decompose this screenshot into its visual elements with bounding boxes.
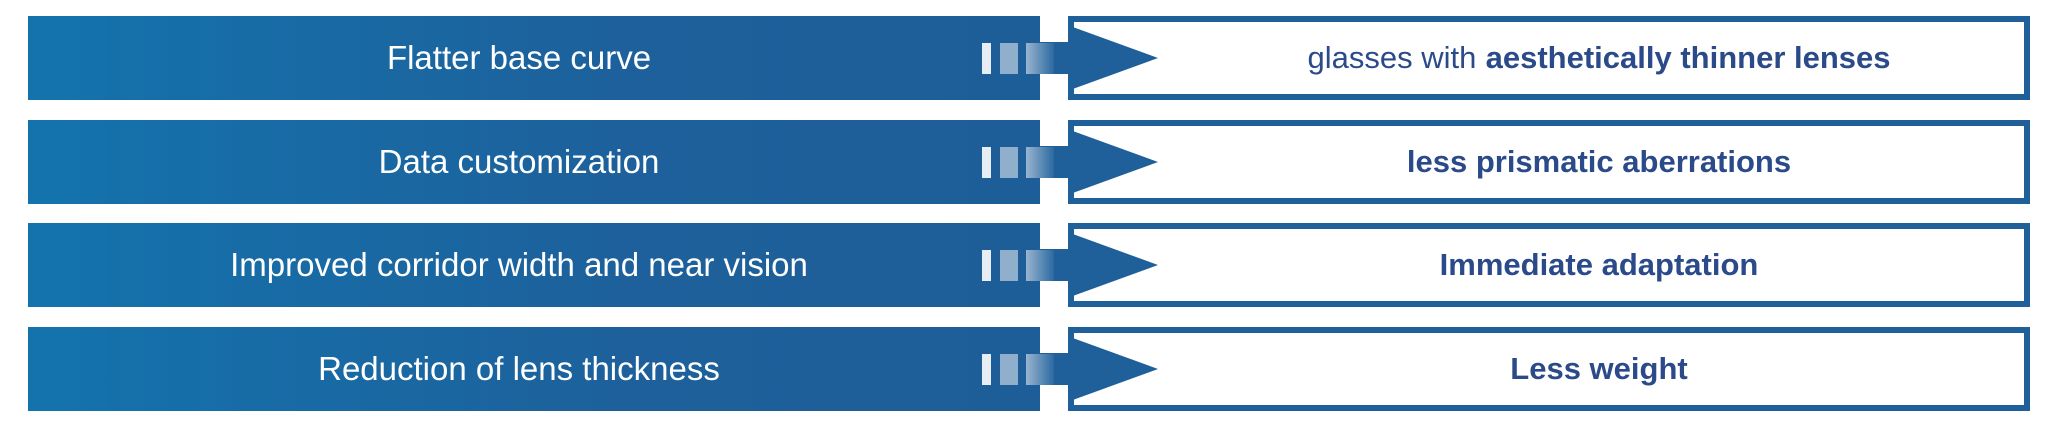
effect-box: less prismatic aberrations	[1068, 120, 2030, 204]
effect-label: Less weight	[1510, 351, 1688, 386]
effect-prefix: glasses with	[1307, 40, 1477, 75]
effect-label: aesthetically thinner lenses	[1485, 40, 1891, 75]
cause-box: Improved corridor width and near vision	[28, 223, 1040, 307]
effect-label: less prismatic aberrations	[1406, 144, 1792, 179]
cause-label: Flatter base curve	[386, 39, 652, 76]
effect-box: Less weight	[1068, 327, 2030, 411]
arrow-icon	[982, 233, 1158, 297]
cause-label: Data customization	[378, 143, 660, 180]
cause-box: Data customization	[28, 120, 1040, 204]
cause-effect-row: Improved corridor width and near vision …	[0, 223, 2048, 307]
cause-box: Reduction of lens thickness	[28, 327, 1040, 411]
cause-label: Reduction of lens thickness	[318, 350, 720, 387]
arrow-icon	[982, 337, 1158, 401]
cause-effect-row: Data customization less prismatic aberra…	[0, 120, 2048, 204]
cause-box: Flatter base curve	[28, 16, 1040, 100]
cause-effect-row: Reduction of lens thickness Less weight	[0, 327, 2048, 411]
effect-box: Immediate adaptation	[1068, 223, 2030, 307]
cause-label: Improved corridor width and near vision	[230, 246, 808, 283]
arrow-icon	[982, 26, 1158, 90]
effect-label: Immediate adaptation	[1439, 247, 1759, 282]
